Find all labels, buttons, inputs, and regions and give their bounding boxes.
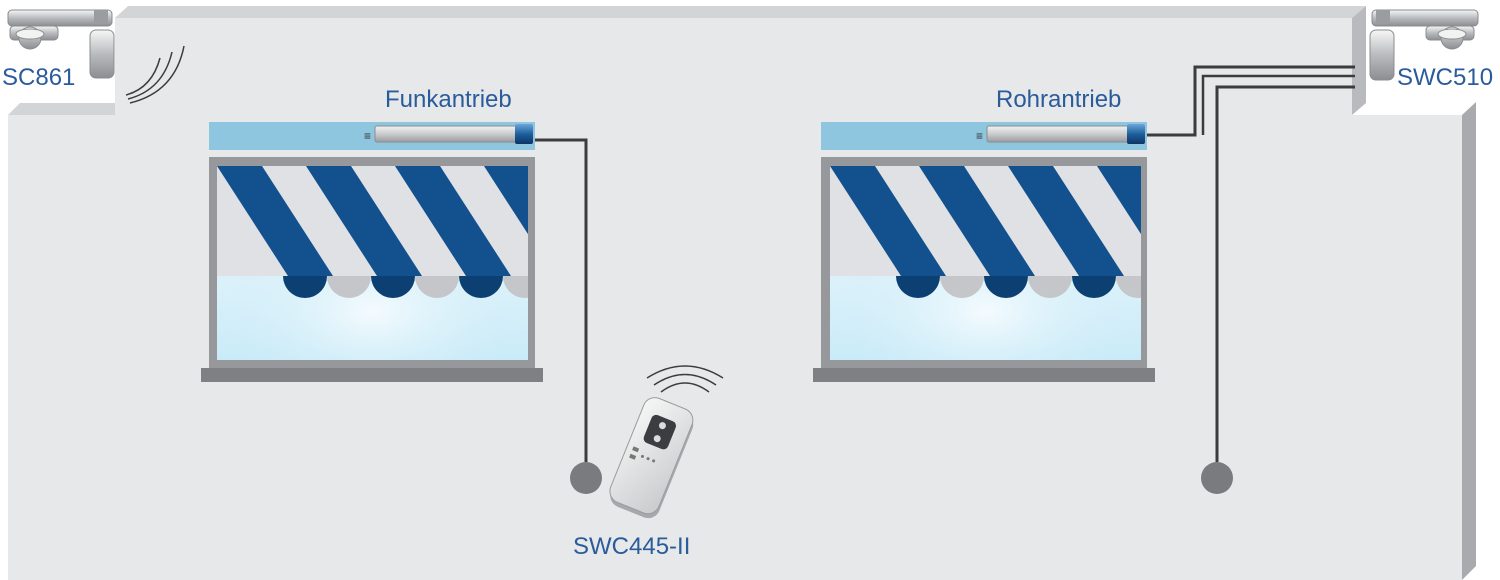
window-sill-right	[813, 368, 1155, 382]
cable-switch-to-sensor	[1215, 85, 1355, 462]
awning-left	[217, 166, 528, 298]
motor-label-rohrantrieb: Rohrantrieb	[996, 86, 1122, 113]
wall-notch-shadow-right	[1352, 6, 1366, 115]
remote-control-icon	[609, 397, 694, 519]
wall-top-edge	[115, 6, 1366, 18]
wall-switch-icon	[1201, 462, 1233, 494]
sensor-label-swc510: SWC510	[1397, 64, 1494, 91]
svg-text:≡: ≡	[364, 129, 371, 143]
cable-left-motor-to-switch	[535, 138, 588, 462]
window-right: ≡	[813, 122, 1155, 382]
wall-notch-shadow-left	[8, 103, 115, 115]
wall-right-shadow	[1462, 102, 1476, 580]
sensor-label-sc861: SC861	[2, 64, 76, 91]
awning-right	[830, 166, 1141, 298]
weather-sensor-icon	[1369, 9, 1479, 81]
remote-label-swc445: SWC445-II	[573, 533, 691, 560]
weather-sensor-icon	[7, 9, 115, 79]
radio-waves-icon	[125, 45, 185, 104]
tubular-motor-right: ≡	[976, 124, 1145, 144]
cable-right-motor-to-sensor	[1147, 65, 1355, 137]
radio-waves-icon	[646, 365, 724, 393]
wall-switch-icon	[570, 462, 602, 494]
motor-label-funkantrieb: Funkantrieb	[385, 86, 512, 113]
window-left: ≡	[201, 122, 543, 382]
cable-sensor-to-motor-2	[1201, 74, 1355, 135]
window-sill-left	[201, 368, 543, 382]
wiring	[535, 65, 1355, 462]
svg-text:≡: ≡	[976, 129, 983, 143]
tubular-motor-left: ≡	[364, 124, 533, 144]
